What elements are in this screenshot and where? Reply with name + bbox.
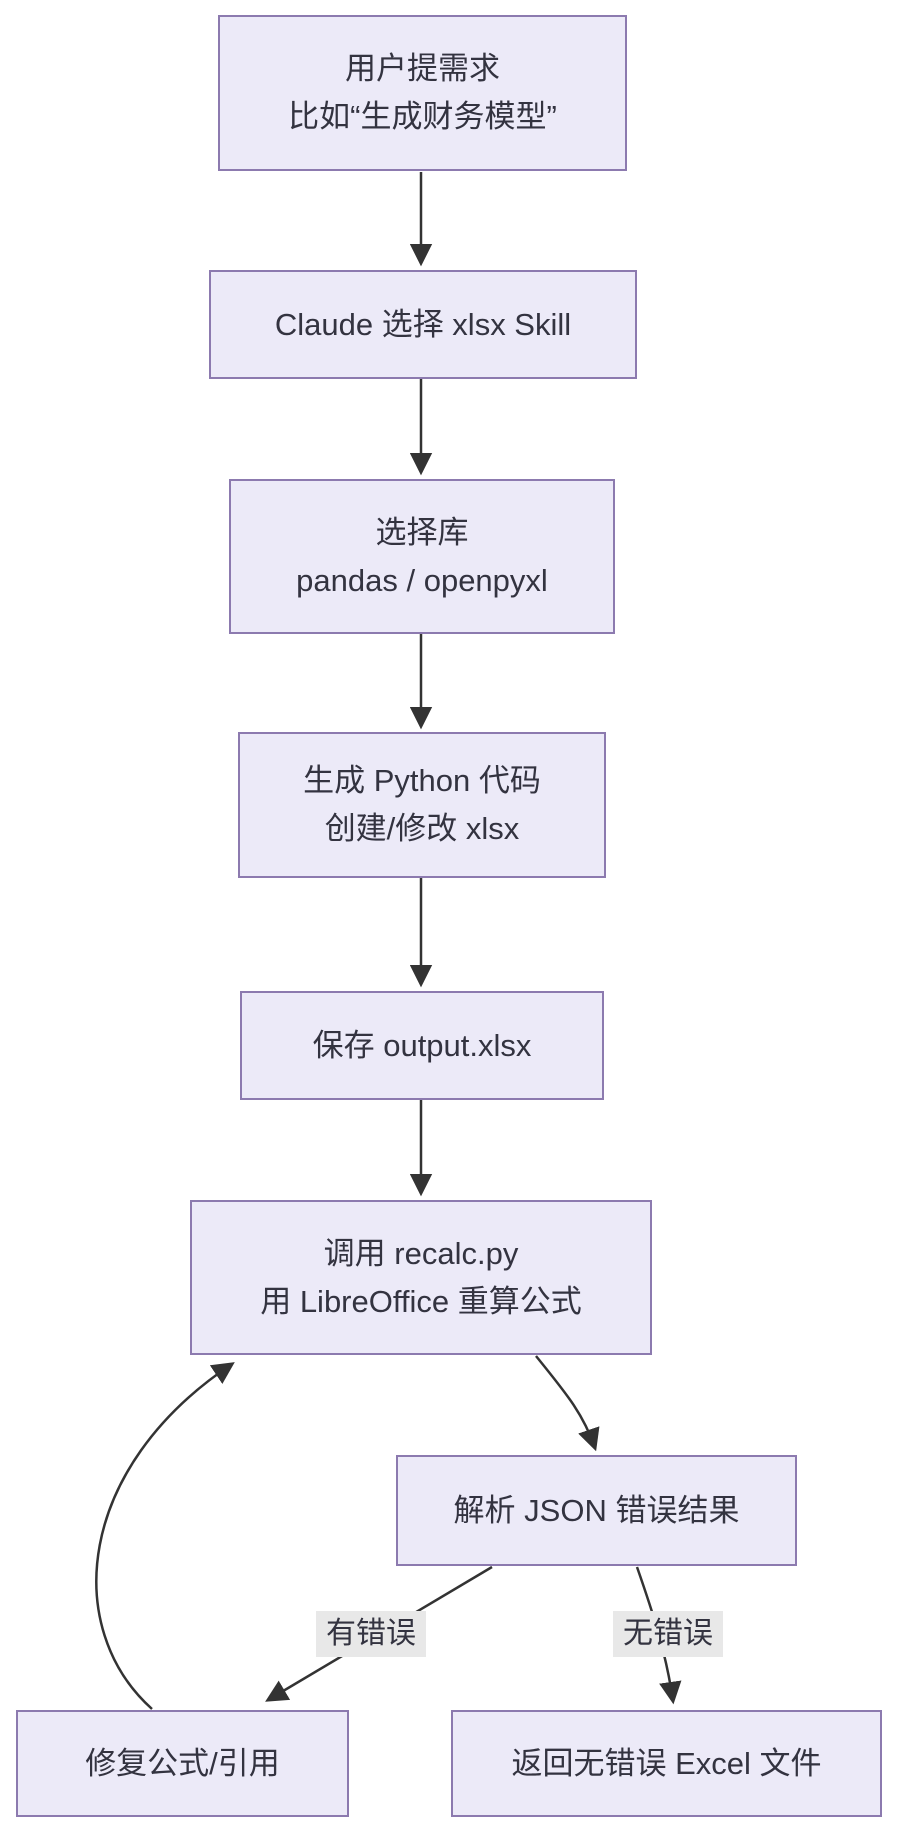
node-recalc-line2: 用 LibreOffice 重算公式	[260, 1283, 582, 1319]
node-save-output-line1: 保存 output.xlsx	[312, 1027, 532, 1063]
node-parse-json-line1: 解析 JSON 错误结果	[453, 1492, 740, 1528]
node-choose-library-line1: 选择库	[375, 514, 469, 550]
node-user-request-line2: 比如“生成财务模型”	[288, 99, 557, 134]
node-return-excel-line1: 返回无错误 Excel 文件	[511, 1745, 822, 1781]
node-user-request: 用户提需求 比如“生成财务模型”	[218, 15, 627, 171]
node-recalc: 调用 recalc.py 用 LibreOffice 重算公式	[190, 1200, 652, 1355]
node-generate-python: 生成 Python 代码 创建/修改 xlsx	[238, 732, 606, 878]
edge-fix-to-recalc-loop	[95, 1362, 235, 1710]
node-choose-library: 选择库 pandas / openpyxl	[229, 479, 615, 634]
edge-label-no-error: 无错误	[613, 1611, 723, 1657]
node-parse-json: 解析 JSON 错误结果	[396, 1455, 797, 1566]
node-recalc-line1: 调用 recalc.py	[323, 1235, 519, 1271]
node-save-output: 保存 output.xlsx	[240, 991, 604, 1100]
node-return-excel: 返回无错误 Excel 文件	[451, 1710, 882, 1817]
edge-recalc-to-parse	[535, 1355, 600, 1452]
node-generate-python-line2: 创建/修改 xlsx	[324, 811, 520, 846]
node-user-request-line1: 用户提需求	[345, 51, 500, 86]
node-choose-library-line2: pandas / openpyxl	[296, 562, 548, 598]
node-generate-python-line1: 生成 Python 代码	[303, 763, 541, 798]
node-claude-skill-line1: Claude 选择 xlsx Skill	[274, 306, 572, 342]
node-claude-skill: Claude 选择 xlsx Skill	[209, 270, 637, 379]
node-fix-formula: 修复公式/引用	[16, 1710, 349, 1817]
node-fix-formula-line1: 修复公式/引用	[85, 1745, 280, 1781]
edge-label-has-error: 有错误	[316, 1611, 426, 1657]
